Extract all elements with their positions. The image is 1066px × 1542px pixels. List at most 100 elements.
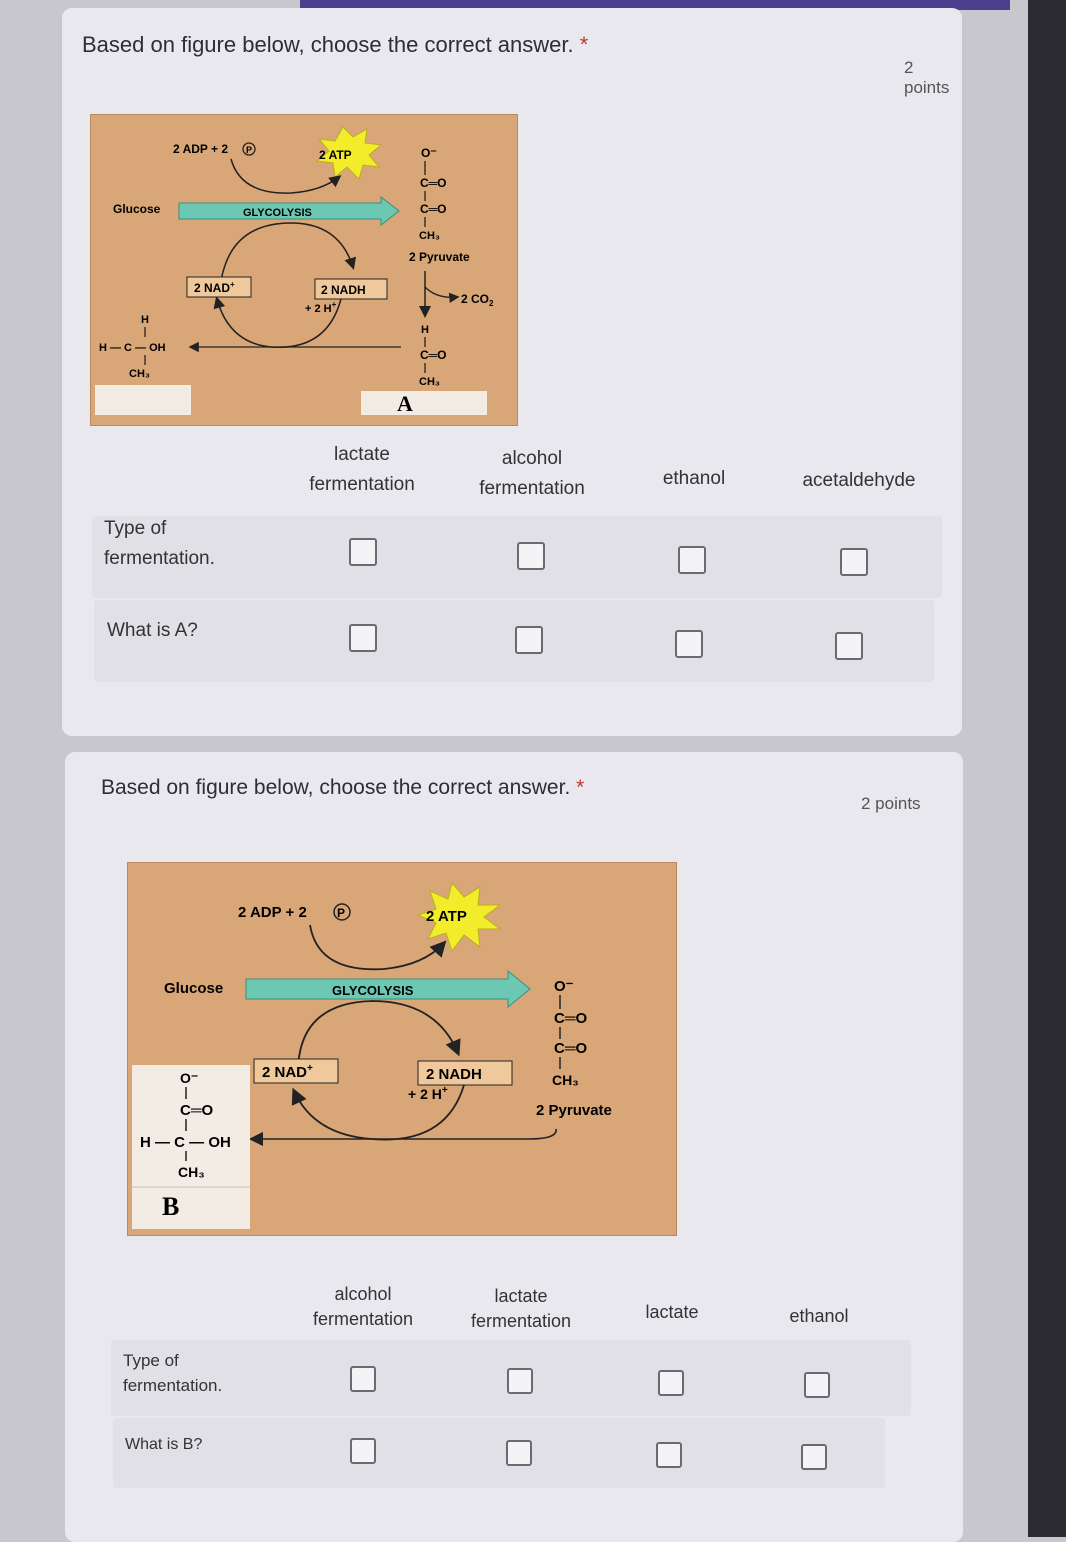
- col-header-3: ethanol: [632, 464, 756, 494]
- screen-edge: [1028, 0, 1066, 1537]
- adp-label: 2 ADP + 2: [173, 142, 228, 156]
- col-header-2: alcohol fermentation: [460, 444, 604, 504]
- nadh-label: 2 NADH: [426, 1066, 482, 1083]
- svg-text:CH₃: CH₃: [129, 368, 150, 380]
- label-a-box: [361, 391, 487, 415]
- checkbox-row2-col2[interactable]: [515, 626, 543, 654]
- row-label: What is B?: [125, 1436, 203, 1453]
- checkbox-row1-col3[interactable]: [678, 546, 706, 574]
- points-label: 2 points: [861, 794, 921, 813]
- pyruvate-label: 2 Pyruvate: [536, 1102, 612, 1119]
- grid-row: [113, 1418, 885, 1488]
- checkbox-row2-col4[interactable]: [835, 632, 863, 660]
- label-a: A: [397, 391, 413, 416]
- question-title: Based on figure below, choose the correc…: [82, 32, 588, 58]
- answer-blank-box: [95, 385, 191, 415]
- checkbox-row2-col3[interactable]: [675, 630, 703, 658]
- checkbox-row2-col1[interactable]: [350, 1438, 376, 1464]
- col-header-text: lactate: [645, 1302, 699, 1322]
- glycolysis-label: GLYCOLYSIS: [243, 207, 312, 219]
- checkbox-row1-col2[interactable]: [507, 1368, 533, 1394]
- adp-label: 2 ADP + 2: [238, 904, 307, 921]
- question-card-1: Based on figure below, choose the correc…: [62, 8, 962, 736]
- nad-label: 2 NAD+: [262, 1063, 313, 1081]
- phosphate-icon: [242, 142, 256, 156]
- svg-text:H — C — OH: H — C — OH: [140, 1134, 231, 1151]
- glycolysis-label: GLYCOLYSIS: [332, 983, 414, 998]
- svg-text:H: H: [421, 324, 429, 336]
- checkbox-row1-col3[interactable]: [658, 1370, 684, 1396]
- question-text: Based on figure below, choose the correc…: [101, 776, 571, 799]
- glycolysis-arrow: [245, 969, 531, 1009]
- h-plus-label: + 2 H+: [305, 300, 337, 315]
- svg-text:C═O: C═O: [420, 176, 447, 190]
- svg-text:CH₃: CH₃: [178, 1164, 205, 1180]
- checkbox-row2-col4[interactable]: [801, 1444, 827, 1470]
- col-header-1: lactate fermentation: [290, 440, 434, 500]
- atp-burst-icon: [416, 881, 502, 953]
- question-title: Based on figure below, choose the correc…: [101, 776, 584, 800]
- glycolysis-arrow: [178, 195, 400, 227]
- form-header-bar: [300, 0, 1010, 10]
- row-label: Type of fermentation.: [104, 518, 215, 569]
- svg-text:H: H: [141, 314, 149, 326]
- col-header-1: alcohol fermentation: [287, 1282, 439, 1332]
- col-header-text: alcohol fermentation: [479, 448, 585, 499]
- pyruvate-label: 2 Pyruvate: [409, 250, 470, 264]
- fermentation-figure-a: 2 ADP + 2 P 2 ATP Glucose GLYCOLYSIS O⁻ …: [90, 114, 518, 426]
- svg-text:O⁻: O⁻: [180, 1070, 198, 1086]
- required-marker: *: [576, 776, 585, 799]
- svg-text:C═O: C═O: [554, 1040, 587, 1057]
- svg-text:H — C — OH: H — C — OH: [99, 342, 166, 354]
- svg-text:C═O: C═O: [180, 1102, 213, 1119]
- row-label: Type of fermentation.: [123, 1351, 223, 1395]
- nad-label: 2 NAD+: [194, 280, 235, 295]
- col-header-4: acetaldehyde: [788, 466, 930, 496]
- phosphate-icon: [333, 903, 351, 921]
- svg-text:CH₃: CH₃: [419, 230, 440, 242]
- phosphate-letter: P: [337, 906, 345, 920]
- svg-text:CH₃: CH₃: [552, 1072, 579, 1088]
- checkbox-row1-col1[interactable]: [350, 1366, 376, 1392]
- glucose-label: Glucose: [164, 980, 223, 997]
- col-header-text: alcohol fermentation: [312, 1284, 414, 1329]
- h-plus-label: + 2 H+: [408, 1085, 448, 1102]
- checkbox-row1-col1[interactable]: [349, 538, 377, 566]
- checkbox-row2-col1[interactable]: [349, 624, 377, 652]
- points-label: 2 points: [904, 58, 950, 97]
- checkbox-row1-col4[interactable]: [804, 1372, 830, 1398]
- svg-text:C═O: C═O: [420, 348, 447, 362]
- atp-label: 2 ATP: [426, 908, 467, 925]
- nadh-label: 2 NADH: [321, 283, 366, 297]
- col-header-4: ethanol: [759, 1304, 879, 1329]
- col-header-text: ethanol: [789, 1306, 849, 1326]
- question-card-2: Based on figure below, choose the correc…: [65, 752, 963, 1542]
- required-marker: *: [579, 32, 589, 57]
- col-header-text: ethanol: [662, 468, 726, 489]
- phosphate-letter: P: [246, 145, 252, 155]
- checkbox-row1-col4[interactable]: [840, 548, 868, 576]
- question-text: Based on figure below, choose the correc…: [82, 32, 574, 57]
- col-header-text: lactate fermentation: [470, 1286, 572, 1331]
- atp-label: 2 ATP: [319, 148, 352, 162]
- col-header-3: lactate: [613, 1300, 731, 1325]
- co2-label: 2 CO2: [461, 292, 494, 308]
- glucose-label: Glucose: [113, 202, 161, 216]
- svg-text:CH₃: CH₃: [419, 376, 440, 388]
- svg-text:C═O: C═O: [420, 202, 447, 216]
- col-header-text: acetaldehyde: [802, 470, 916, 491]
- checkbox-row2-col2[interactable]: [506, 1440, 532, 1466]
- row-label: What is A?: [107, 620, 198, 641]
- label-b: B: [162, 1192, 179, 1221]
- col-header-2: lactate fermentation: [445, 1284, 597, 1334]
- svg-text:O⁻: O⁻: [554, 978, 574, 995]
- grid-row: [94, 600, 934, 682]
- col-header-text: lactate fermentation: [309, 444, 415, 495]
- svg-text:O⁻: O⁻: [421, 146, 437, 160]
- checkbox-row2-col3[interactable]: [656, 1442, 682, 1468]
- atp-burst-icon: [315, 126, 383, 180]
- checkbox-row1-col2[interactable]: [517, 542, 545, 570]
- lactate-structure-box: [132, 1065, 250, 1229]
- fermentation-figure-b: 2 ADP + 2 P 2 ATP Glucose GLYCOLYSIS O⁻ …: [127, 862, 677, 1236]
- svg-text:C═O: C═O: [554, 1010, 587, 1027]
